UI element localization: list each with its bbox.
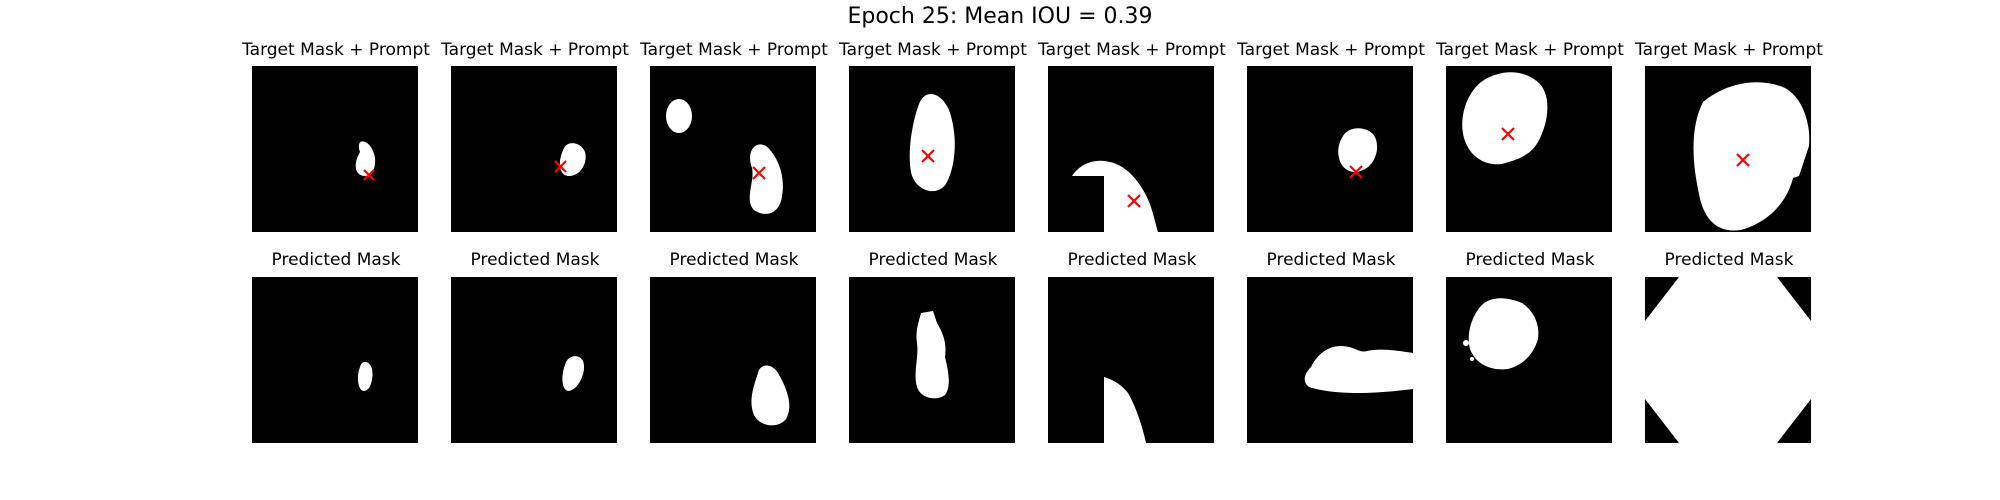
pred-mask-3 <box>650 277 816 443</box>
pred-mask-3-image <box>751 365 790 426</box>
target-title-4: Target Mask + Prompt <box>839 40 1027 60</box>
target-mask-1 <box>252 66 418 232</box>
target-title-3: Target Mask + Prompt <box>640 40 828 60</box>
pred-title-8: Predicted Mask <box>1664 250 1794 270</box>
target-mask-6-image <box>1338 128 1378 179</box>
pred-mask-1-image <box>357 361 373 391</box>
target-title-6: Target Mask + Prompt <box>1237 40 1425 60</box>
target-mask-7 <box>1446 66 1612 232</box>
pred-mask-6-image <box>1304 345 1413 393</box>
target-mask-5-image <box>1072 160 1158 232</box>
pred-title-6: Predicted Mask <box>1266 250 1396 270</box>
target-title-1: Target Mask + Prompt <box>242 40 430 60</box>
target-mask-2-image <box>554 143 586 176</box>
target-mask-4-image <box>909 93 955 192</box>
pred-mask-7-image <box>1463 298 1539 370</box>
target-title-7: Target Mask + Prompt <box>1436 40 1624 60</box>
target-mask-8-image <box>1693 82 1810 231</box>
pred-title-4: Predicted Mask <box>868 250 998 270</box>
pred-mask-5-image <box>1104 377 1146 443</box>
pred-mask-4 <box>849 277 1015 443</box>
pred-mask-8 <box>1645 277 1811 443</box>
target-title-2: Target Mask + Prompt <box>441 40 629 60</box>
target-mask-8 <box>1645 66 1811 232</box>
pred-mask-7 <box>1446 277 1612 443</box>
target-mask-4 <box>849 66 1015 232</box>
pred-mask-2 <box>451 277 617 443</box>
pred-mask-8-image <box>1645 277 1811 443</box>
pred-mask-2-image <box>562 356 585 391</box>
pred-mask-5 <box>1048 277 1214 443</box>
target-mask-1-image <box>355 141 376 181</box>
figure-title: Epoch 25: Mean IOU = 0.39 <box>847 4 1153 29</box>
target-mask-3-image <box>666 99 783 214</box>
target-title-8: Target Mask + Prompt <box>1635 40 1823 60</box>
pred-title-1: Predicted Mask <box>271 250 401 270</box>
pred-title-2: Predicted Mask <box>470 250 600 270</box>
target-mask-5 <box>1048 66 1214 232</box>
target-mask-6 <box>1247 66 1413 232</box>
target-mask-3 <box>650 66 816 232</box>
pred-mask-1 <box>252 277 418 443</box>
pred-title-3: Predicted Mask <box>669 250 799 270</box>
pred-mask-4-image <box>915 311 949 399</box>
pred-mask-6 <box>1247 277 1413 443</box>
target-title-5: Target Mask + Prompt <box>1038 40 1226 60</box>
pred-title-5: Predicted Mask <box>1067 250 1197 270</box>
target-mask-7-image <box>1462 72 1548 165</box>
pred-title-7: Predicted Mask <box>1465 250 1595 270</box>
target-mask-2 <box>451 66 617 232</box>
